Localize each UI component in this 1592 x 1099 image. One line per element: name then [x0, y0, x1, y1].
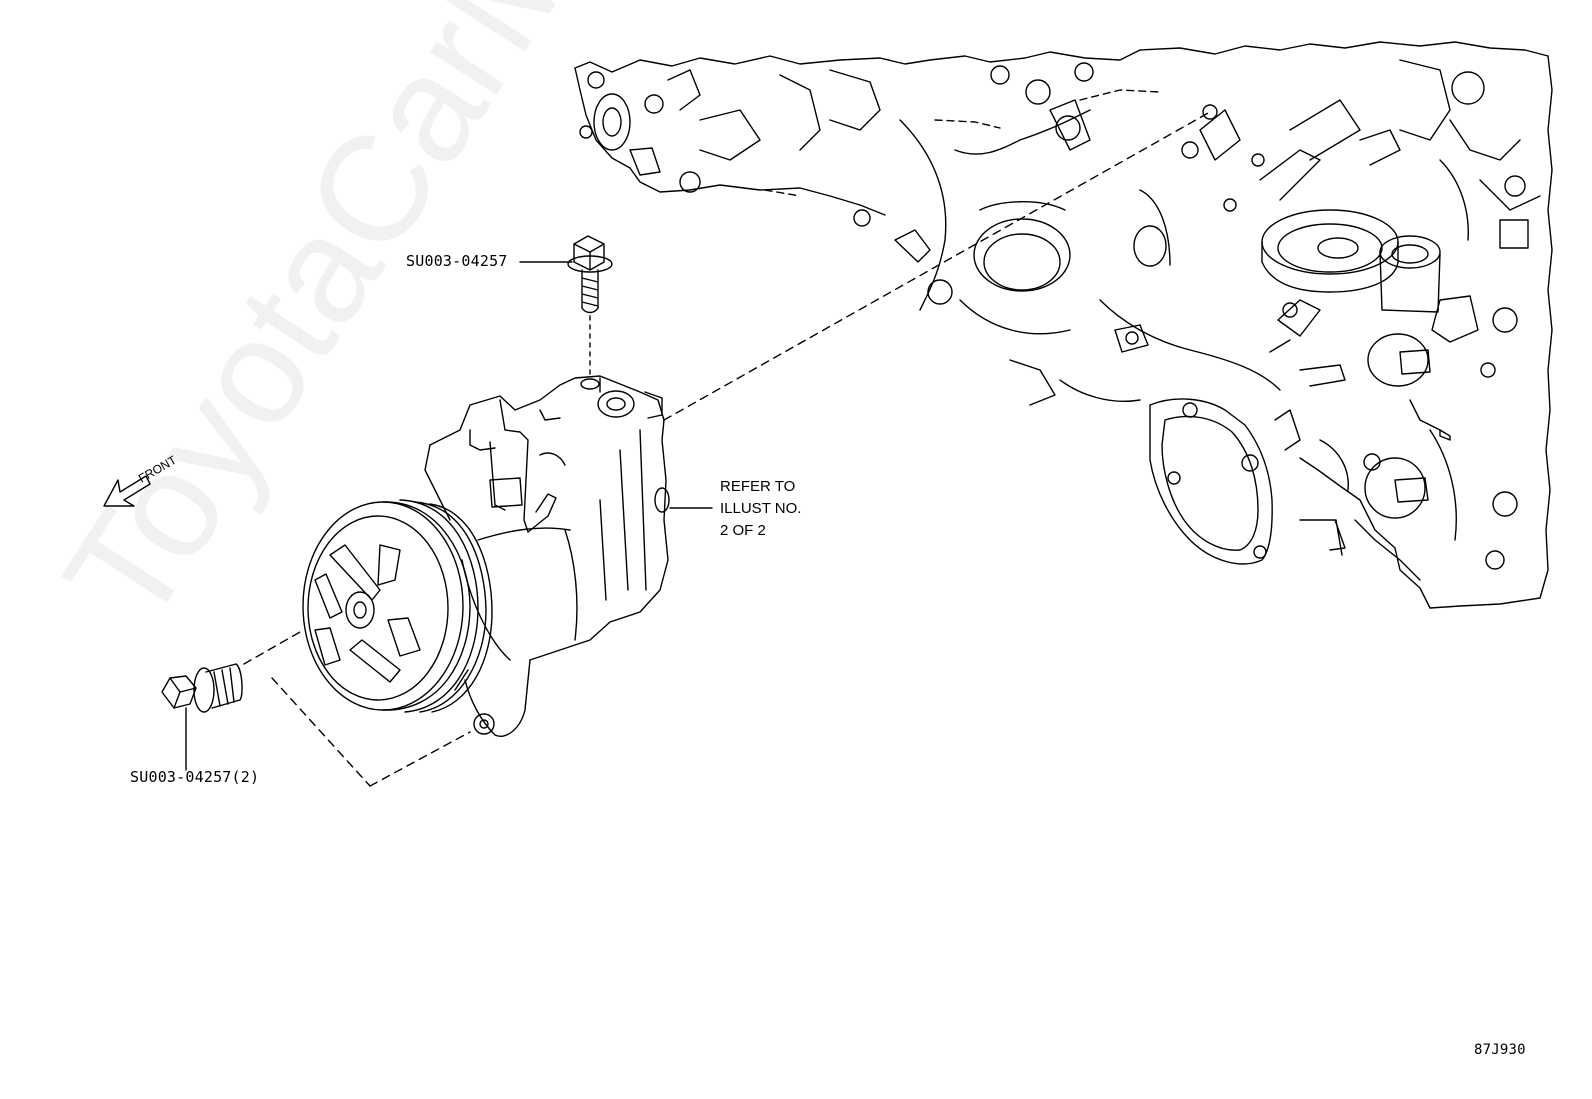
- refer-note-line-3: 2 OF 2: [720, 522, 766, 539]
- refer-note-line-1: REFER TO: [720, 478, 796, 495]
- diagram-code: 87J930: [1474, 1042, 1526, 1058]
- front-arrow-icon: [104, 476, 150, 506]
- bottom-bolt-drawing: [162, 664, 242, 712]
- ac-compressor-drawing: [303, 376, 669, 736]
- leader-lines: [186, 112, 1210, 786]
- pulley-drawing: [303, 500, 492, 712]
- top-bolt-part-number: SU003-04257: [406, 252, 508, 270]
- refer-note: REFER TO ILLUST NO. 2 OF 2: [720, 476, 801, 542]
- bottom-bolt-part-number: SU003-04257(2): [130, 768, 260, 786]
- top-bolt-drawing: [568, 236, 612, 313]
- engine-block-drawing: [575, 42, 1552, 608]
- refer-note-line-2: ILLUST NO.: [720, 500, 802, 517]
